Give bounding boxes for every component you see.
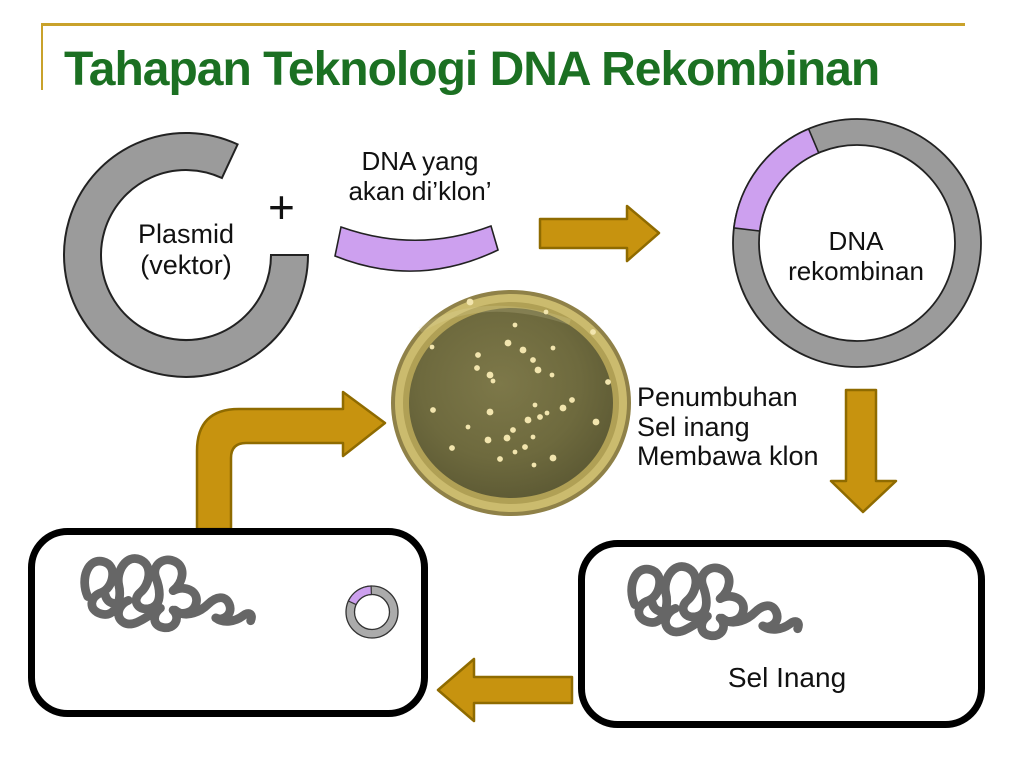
colony-dot [474, 365, 480, 371]
insert-dna-label: DNA yang akan di’klon’ [320, 146, 520, 206]
plasmid-label-line2: (vektor) [140, 250, 232, 281]
recombinant-dna-ring [732, 118, 982, 368]
colony-dot [532, 402, 538, 408]
colony-dot [590, 329, 596, 335]
colony-dot [486, 408, 494, 416]
colony-dot [530, 357, 536, 363]
colony-dot [524, 416, 532, 424]
colony-dot [543, 309, 549, 315]
colony-dot [549, 454, 557, 462]
recombinant-dna-label-line1: DNA [828, 226, 884, 256]
small-plasmid-insert-segment [347, 585, 373, 606]
colony-dot [592, 418, 600, 426]
colony-dot [569, 397, 575, 403]
colony-dot [544, 410, 550, 416]
recombinant-dna-label-line2: rekombinan [788, 256, 924, 287]
title-accent-line-vertical [41, 23, 43, 90]
colony-dot [512, 322, 518, 328]
colony-dot [466, 298, 474, 306]
arrow-right-icon [538, 204, 661, 263]
title-accent-line [42, 23, 965, 26]
colony-dot [537, 414, 543, 420]
insert-dna-fragment [334, 224, 499, 272]
colony-dot [504, 339, 512, 347]
colony-dot [559, 404, 567, 412]
recombinant-ring-outer-outline [732, 118, 982, 368]
recombinant-dna-label: DNA rekombinan [756, 226, 956, 286]
arrow-elbow-up-right-icon [195, 390, 387, 531]
colony-dot [449, 445, 455, 451]
colony-dot [430, 407, 436, 413]
growth-caption-line2: Sel inang [637, 411, 750, 442]
colony-dot [497, 456, 503, 462]
petri-dish-image [391, 290, 631, 516]
arrow-down-icon [829, 388, 898, 514]
colony-dot [531, 462, 537, 468]
colony-dot [512, 449, 518, 455]
small-plasmid-ring [345, 585, 399, 639]
host-cell-box [578, 540, 985, 728]
page-title: Tahapan Teknologi DNA Rekombinan [64, 43, 880, 96]
growth-caption-line1: Penumbuhan [637, 382, 798, 412]
colony-dot [484, 436, 492, 444]
plasmid-ring [63, 131, 310, 378]
recombinant-ring-inner-outline [758, 144, 956, 342]
colony-dot [490, 378, 496, 384]
agar-streak [418, 305, 571, 333]
plus-sign: + [268, 181, 295, 233]
growth-caption: Penumbuhan Sel inang Membawa klon [637, 382, 867, 472]
transformed-cell-box [28, 528, 428, 717]
recombinant-insert-segment [733, 127, 820, 232]
growth-caption-line3: Membawa klon [637, 441, 819, 472]
colony-dot [605, 379, 611, 385]
colony-dot [465, 424, 471, 430]
colony-dot [486, 371, 494, 379]
colony-dot [534, 366, 542, 374]
recombinant-ring-body [733, 119, 981, 367]
plasmid-label: Plasmid (vektor) [96, 219, 276, 282]
colonies [429, 298, 611, 468]
colony-dot [519, 346, 527, 354]
arrow-left-icon [436, 657, 574, 723]
colony-dot [549, 372, 555, 378]
colony-dot [503, 434, 511, 442]
colony-dot [510, 427, 516, 433]
small-plasmid-outer-outline [345, 585, 399, 639]
colony-dot [475, 352, 481, 358]
colony-dot [550, 345, 556, 351]
dish-agar [409, 308, 613, 498]
colony-dot [429, 344, 435, 350]
host-cell-outline [578, 540, 985, 728]
colony-dot [522, 444, 528, 450]
host-cell-label: Sel Inang [727, 662, 847, 693]
colony-dot [530, 434, 536, 440]
insert-dna-label-line1: DNA yang [361, 146, 479, 176]
plasmid-label-line1: Plasmid [137, 219, 235, 249]
insert-dna-label-line2: akan di’klon’ [348, 176, 492, 207]
small-plasmid-body [345, 585, 399, 639]
